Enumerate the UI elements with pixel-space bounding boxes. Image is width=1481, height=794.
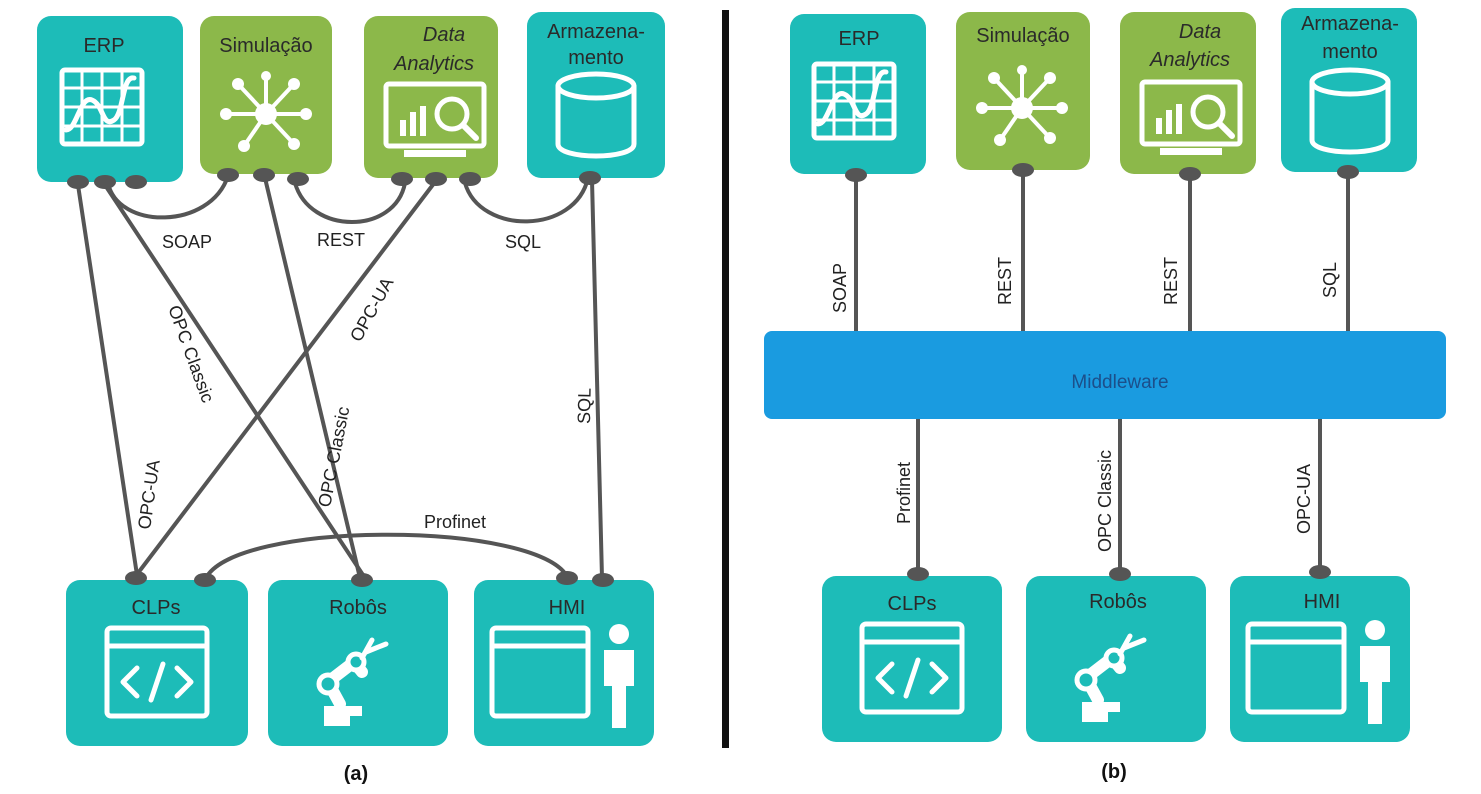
edge-label-rest: REST	[317, 230, 365, 250]
middleware-bar: Middleware	[764, 331, 1446, 419]
edge-label-sql-b: SQL	[1320, 262, 1340, 298]
edge-label-opc-classic-b: OPC Classic	[1095, 450, 1115, 552]
node-armazenamento-label-1-b: Armazena-	[1301, 13, 1399, 35]
node-clps-b: CLPs	[822, 576, 1002, 742]
node-armazenamento-label-2-b: mento	[1322, 41, 1378, 63]
node-robos-b: Robôs	[1026, 576, 1206, 742]
node-erp-label-b: ERP	[838, 28, 879, 50]
edge-label-opc-classic-2: OPC Classic	[314, 405, 353, 509]
edge-label-sql-top: SQL	[505, 232, 541, 252]
edge-label-soap-b: SOAP	[830, 263, 850, 313]
node-armazenamento-a: Armazena- mento	[527, 12, 665, 178]
node-simulacao-a: Simulação	[200, 16, 332, 174]
ports-a	[67, 168, 614, 587]
node-simulacao-label-b: Simulação	[976, 25, 1069, 47]
caption-b: (b)	[1101, 761, 1127, 783]
wires-b	[854, 168, 1350, 576]
node-hmi-label: HMI	[549, 597, 586, 619]
node-analytics-label-2: Analytics	[393, 53, 474, 75]
node-armazenamento-b: Armazena- mento	[1281, 8, 1417, 172]
node-simulacao-b: Simulação	[956, 12, 1090, 170]
node-clps-label-b: CLPs	[888, 593, 937, 615]
wire-sim-robos	[263, 176, 362, 580]
panel-b: ERP Simulação Data Analytics Armazena- m…	[764, 8, 1446, 783]
ports-b	[845, 163, 1359, 581]
node-simulacao-label: Simulação	[219, 35, 312, 57]
wire-erp-robos	[103, 183, 367, 580]
node-armazenamento-label-1: Armazena-	[547, 21, 645, 43]
node-analytics-label-1: Data	[423, 24, 465, 46]
node-armazenamento-label-2: mento	[568, 47, 624, 69]
node-analytics-a: Data Analytics	[364, 16, 498, 178]
edge-label-soap: SOAP	[162, 232, 212, 252]
edge-label-opc-ua-b: OPC-UA	[1294, 464, 1314, 534]
wire-erp-clps	[76, 183, 139, 577]
middleware-label: Middleware	[1071, 372, 1168, 393]
node-erp-a: ERP	[37, 16, 183, 182]
node-analytics-label-2-b: Analytics	[1149, 49, 1230, 71]
edge-label-sql-right: SQL	[574, 388, 595, 424]
node-analytics-b: Data Analytics	[1120, 12, 1256, 174]
edge-label-opc-ua-2: OPC-UA	[134, 458, 164, 530]
panel-divider	[722, 10, 729, 748]
node-hmi-a: HMI	[474, 580, 654, 746]
caption-a: (a)	[344, 763, 368, 785]
panel-a: ERP Simulação Data Analytics Armazena- m…	[37, 12, 665, 785]
edge-label-profinet-b: Profinet	[894, 462, 914, 524]
node-erp-b: ERP	[790, 14, 926, 174]
wire-rest	[293, 181, 407, 224]
wire-analytics-clps	[133, 180, 437, 579]
node-analytics-label-1-b: Data	[1179, 21, 1221, 43]
node-clps-label: CLPs	[132, 597, 181, 619]
wire-profinet	[203, 532, 570, 582]
edge-label-rest-1-b: REST	[995, 257, 1015, 305]
wire-storage-hmi	[590, 178, 604, 580]
node-robos-label: Robôs	[329, 597, 387, 619]
node-robos-label-b: Robôs	[1089, 591, 1147, 613]
node-hmi-label-b: HMI	[1304, 591, 1341, 613]
node-hmi-b: HMI	[1230, 576, 1410, 742]
edge-label-opc-ua-1: OPC-UA	[346, 274, 397, 345]
edge-label-rest-2-b: REST	[1161, 257, 1181, 305]
wire-sql-top	[463, 176, 590, 224]
edge-label-profinet: Profinet	[424, 512, 486, 532]
node-robos-a: Robôs	[268, 580, 448, 746]
node-clps-a: CLPs	[66, 580, 248, 746]
node-erp-label: ERP	[83, 35, 124, 57]
wires-a	[76, 174, 604, 582]
